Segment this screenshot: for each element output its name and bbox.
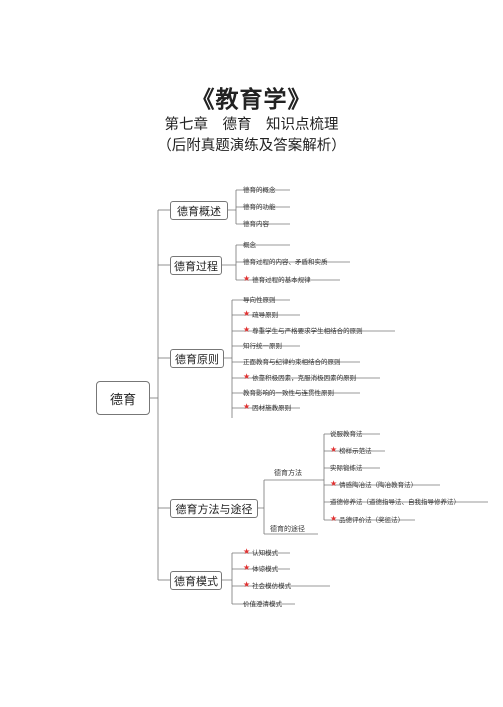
list-item: 道德修养法（道德指导法、自我指导修养法） — [330, 497, 460, 506]
list-item: 价值澄清模式 — [243, 599, 282, 608]
list-item: 德育的概念 — [243, 185, 276, 194]
page-title: 《教育学》 — [191, 87, 312, 113]
branch-moral-education-process: 德育过程 — [170, 256, 222, 275]
star-icon: ★ — [243, 402, 251, 411]
list-item: 知行统一原则 — [243, 341, 282, 350]
star-icon: ★ — [330, 514, 338, 523]
branch-moral-education-models: 德育模式 — [170, 571, 222, 590]
list-item: ★德育过程的基本规律 — [243, 274, 311, 284]
star-icon: ★ — [243, 563, 251, 572]
star-icon: ★ — [243, 325, 251, 334]
chapter-subtitle: 第七章 德育 知识点梳理 — [164, 117, 339, 133]
star-icon: ★ — [243, 372, 251, 381]
list-item: ★因材施教原则 — [243, 402, 292, 412]
sub-branch-approaches: 德育的途径 — [270, 525, 305, 533]
list-item: 概念 — [243, 240, 256, 249]
list-item: ★品德评价法（奖惩法） — [330, 514, 405, 524]
sub-branch-methods: 德育方法 — [274, 469, 302, 477]
appendix-note: （后附真题演练及答案解析） — [157, 138, 346, 154]
list-item: ★体谅模式 — [243, 563, 279, 573]
list-item: 教育影响的一致性与连贯性原则 — [243, 388, 334, 397]
branch-moral-education-overview: 德育概述 — [170, 201, 228, 220]
list-item: ★社会模仿模式 — [243, 580, 292, 590]
star-icon: ★ — [243, 274, 251, 283]
branch-moral-education-principles: 德育原则 — [170, 349, 224, 368]
list-item: ★认知模式 — [243, 547, 279, 557]
list-item: 正面教育与纪律约束相结合的原则 — [243, 357, 341, 366]
star-icon: ★ — [243, 580, 251, 589]
list-item: 说服教育法 — [330, 429, 363, 438]
list-item: ★疏导原则 — [243, 309, 279, 319]
star-icon: ★ — [330, 479, 338, 488]
list-item: 德育的功能 — [243, 202, 276, 211]
list-item: 德育过程的内容、矛盾和实质 — [243, 257, 328, 266]
star-icon: ★ — [243, 547, 251, 556]
list-item: ★依靠积极因素，克服消极因素的原则 — [243, 372, 357, 382]
list-item: ★情感陶冶法（陶冶教育法） — [330, 479, 418, 489]
star-icon: ★ — [330, 445, 338, 454]
mindmap-root: 德育 — [96, 381, 150, 415]
list-item: 实际锻炼法 — [330, 463, 363, 472]
star-icon: ★ — [243, 309, 251, 318]
list-item: 德育内容 — [243, 219, 269, 228]
list-item: ★尊重学生与严格要求学生相结合的原则 — [243, 325, 363, 335]
list-item: ★榜样示范法 — [330, 445, 372, 455]
list-item: 导向性原则 — [243, 295, 276, 304]
branch-methods-and-approaches: 德育方法与途径 — [170, 499, 258, 518]
